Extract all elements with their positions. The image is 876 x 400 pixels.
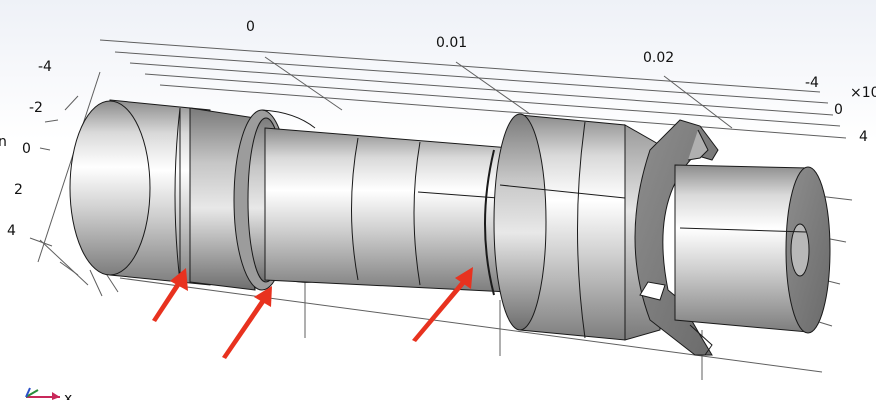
center-hole: [790, 223, 810, 277]
x-axis-ticks: 0 0.01 0.02: [246, 19, 674, 66]
annotation-arrows: [152, 267, 473, 359]
z-tick-4: 4: [7, 223, 16, 239]
y-exponent: ×10: [850, 85, 876, 101]
snap-ring-2: [484, 149, 495, 296]
z-tick-2: 0: [22, 141, 31, 157]
middle-shaft: [264, 127, 511, 293]
triad-x-label: x: [64, 391, 72, 400]
red-arrow-2: [222, 286, 272, 359]
z-tick-3: 2: [14, 182, 23, 198]
z-axis-label: n: [0, 134, 7, 150]
snap-ring-3: [634, 119, 719, 356]
shaft-model[interactable]: [69, 99, 831, 356]
z-tick-0: -4: [38, 59, 52, 75]
x-tick-2: 0.02: [643, 50, 674, 66]
y-tick-0: -4: [805, 75, 819, 91]
y-tick-2: 4: [859, 129, 868, 145]
red-arrow-1: [152, 268, 188, 322]
left-cylinder-end: [69, 100, 151, 276]
z-axis-ticks: -4 -2 0 2 4 n: [0, 59, 52, 239]
x-tick-0: 0: [246, 19, 255, 35]
axis-triad: x: [25, 387, 72, 400]
y-tick-1: 0: [834, 102, 843, 118]
red-arrow-3: [412, 267, 473, 342]
bearing-housing-front: [493, 113, 547, 331]
x-tick-1: 0.01: [436, 35, 467, 51]
z-axis-grid: [29, 71, 119, 297]
y-axis-ticks: -4 0 4 ×10: [805, 75, 876, 145]
z-tick-1: -2: [29, 100, 43, 116]
